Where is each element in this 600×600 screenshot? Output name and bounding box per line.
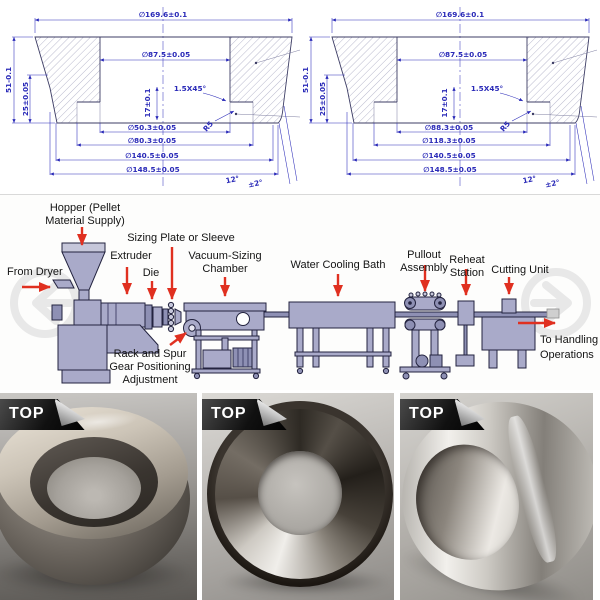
label-die: Die xyxy=(143,267,160,279)
label-from-dryer: From Dryer xyxy=(7,266,63,278)
process-diagram-section: Hopper (Pellet Material Supply) From Dry… xyxy=(0,194,600,390)
dim-bore-diameter: ∅87.5±0.05 xyxy=(439,50,487,59)
process-diagram-svg: Hopper (Pellet Material Supply) From Dry… xyxy=(7,202,598,386)
label-to-handling-line1: To Handling xyxy=(540,334,598,346)
extruder-foot xyxy=(61,369,111,384)
dim-taper-angle: 12° xyxy=(522,174,537,186)
pipe-end-product xyxy=(546,308,560,319)
water-cooling-bath-machine xyxy=(288,301,396,375)
dim-taper-tolerance: ±2° xyxy=(247,178,263,190)
dim-wall-height: 25±0.05 xyxy=(21,82,30,116)
label-water-bath: Water Cooling Bath xyxy=(291,259,386,271)
dim-dia3: ∅140.5±0.05 xyxy=(125,151,178,160)
dim-fillet: R5 xyxy=(498,119,512,133)
pump-motor xyxy=(232,347,253,368)
cad-drawings-svg: ∅169.6±0.1 ∅87.5±0.05 ∅50.3±0.05 ∅80.3±0… xyxy=(4,7,598,190)
label-extruder: Extruder xyxy=(110,250,152,262)
photo1-ring-bore xyxy=(47,457,141,519)
label-rack-line1: Rack and Spur xyxy=(114,348,187,360)
dim-dia1: ∅50.3±0.05 xyxy=(128,123,176,132)
dim-fillet: R5 xyxy=(201,119,215,133)
dim-dia2: ∅80.3±0.05 xyxy=(128,136,176,145)
reheat-box xyxy=(457,300,475,326)
hopper-feed-spout xyxy=(52,279,75,289)
label-cutting-unit: Cutting Unit xyxy=(491,264,548,276)
dim-taper-angle: 12° xyxy=(225,174,240,186)
dim-height: 51-0.1 xyxy=(4,67,13,93)
cad-drawings-section: ∅169.6±0.1 ∅87.5±0.05 ∅50.3±0.05 ∅80.3±0… xyxy=(0,0,600,194)
chamber-window xyxy=(236,312,250,326)
badge-label: TOP xyxy=(211,405,247,422)
cad-drawing-right: ∅169.6±0.1 ∅87.5±0.05 ∅88.3±0.05 ∅118.3±… xyxy=(301,7,598,190)
dim-taper-tolerance: ±2° xyxy=(544,178,560,190)
reheat-station-machine xyxy=(455,300,475,367)
dim-chamfer: 1.5X45° xyxy=(471,84,503,93)
label-vacuum-line1: Vacuum-Sizing xyxy=(188,250,261,262)
label-hopper-line2: Material Supply) xyxy=(45,215,124,227)
extruder-motor-housing xyxy=(106,324,159,354)
top-badge: TOP xyxy=(400,399,490,430)
dim-dia3: ∅140.5±0.05 xyxy=(422,151,475,160)
label-sizing-plate: Sizing Plate or Sleeve xyxy=(127,232,235,244)
label-vacuum-line2: Chamber xyxy=(202,263,248,275)
label-rack-line3: Adjustment xyxy=(122,374,177,386)
top-badge: TOP xyxy=(0,399,90,430)
label-reheat-line1: Reheat xyxy=(449,254,484,266)
sizing-plate xyxy=(174,308,182,326)
badge-label: TOP xyxy=(9,405,45,422)
label-rack-line2: Gear Positioning xyxy=(109,361,190,373)
product-photo-front-view: TOP xyxy=(202,393,394,600)
hopper-rim xyxy=(61,242,106,253)
label-to-handling-line2: Operations xyxy=(540,349,594,361)
extruder-machine xyxy=(51,242,159,384)
vacuum-pump xyxy=(202,349,232,369)
flow-arrows xyxy=(22,227,556,346)
dim-pocket-depth: 17±0.1 xyxy=(440,88,449,117)
label-pullout-line2: Assembly xyxy=(400,262,448,274)
dim-dia1: ∅88.3±0.05 xyxy=(425,123,473,132)
top-badge: TOP xyxy=(202,399,292,430)
dim-bore-diameter: ∅87.5±0.05 xyxy=(142,50,190,59)
cad-drawing-left: ∅169.6±0.1 ∅87.5±0.05 ∅50.3±0.05 ∅80.3±0… xyxy=(4,7,301,190)
die-assembly xyxy=(144,301,182,333)
product-photo-side-view: TOP xyxy=(400,393,593,600)
bath-tank xyxy=(288,301,396,329)
dim-top-diameter: ∅169.6±0.1 xyxy=(139,10,187,19)
extruder-shaft-end xyxy=(51,304,63,321)
dim-wall-height: 25±0.05 xyxy=(318,82,327,116)
label-pullout-line1: Pullout xyxy=(407,249,441,261)
vacuum-sizing-chamber-machine xyxy=(183,302,267,380)
product-photo-top-view: TOP xyxy=(0,393,197,600)
dim-dia4: ∅148.5±0.05 xyxy=(423,165,476,174)
extruder-base xyxy=(57,324,108,371)
cutter-head xyxy=(501,298,517,314)
label-hopper-line1: Hopper (Pellet xyxy=(50,202,120,214)
badge-label: TOP xyxy=(409,405,445,422)
product-photos-section: TOP TOP TOP xyxy=(0,390,600,600)
pullout-assembly-machine xyxy=(399,291,451,380)
dim-chamfer: 1.5X45° xyxy=(174,84,206,93)
dim-dia2: ∅118.3±0.05 xyxy=(422,136,475,145)
dim-height: 51-0.1 xyxy=(301,67,310,93)
dim-top-diameter: ∅169.6±0.1 xyxy=(436,10,484,19)
dim-dia4: ∅148.5±0.05 xyxy=(126,165,179,174)
photo2-ring-bore xyxy=(258,451,342,535)
label-reheat-line2: Station xyxy=(450,267,484,279)
dim-pocket-depth: 17±0.1 xyxy=(143,88,152,117)
chamber-lid xyxy=(183,302,267,312)
